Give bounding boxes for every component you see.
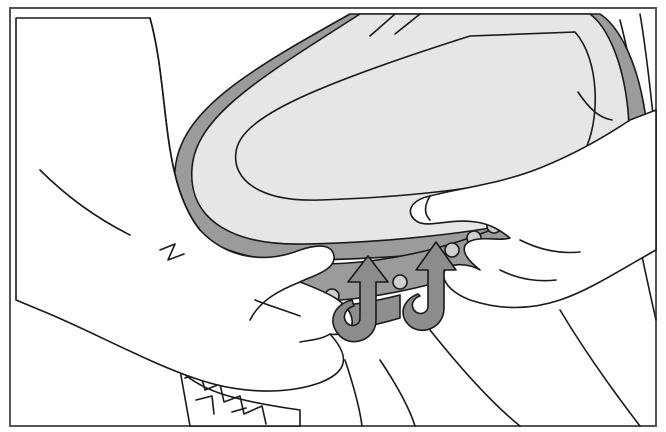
tread-bolt [393, 275, 407, 289]
tread-bolt [445, 243, 459, 257]
